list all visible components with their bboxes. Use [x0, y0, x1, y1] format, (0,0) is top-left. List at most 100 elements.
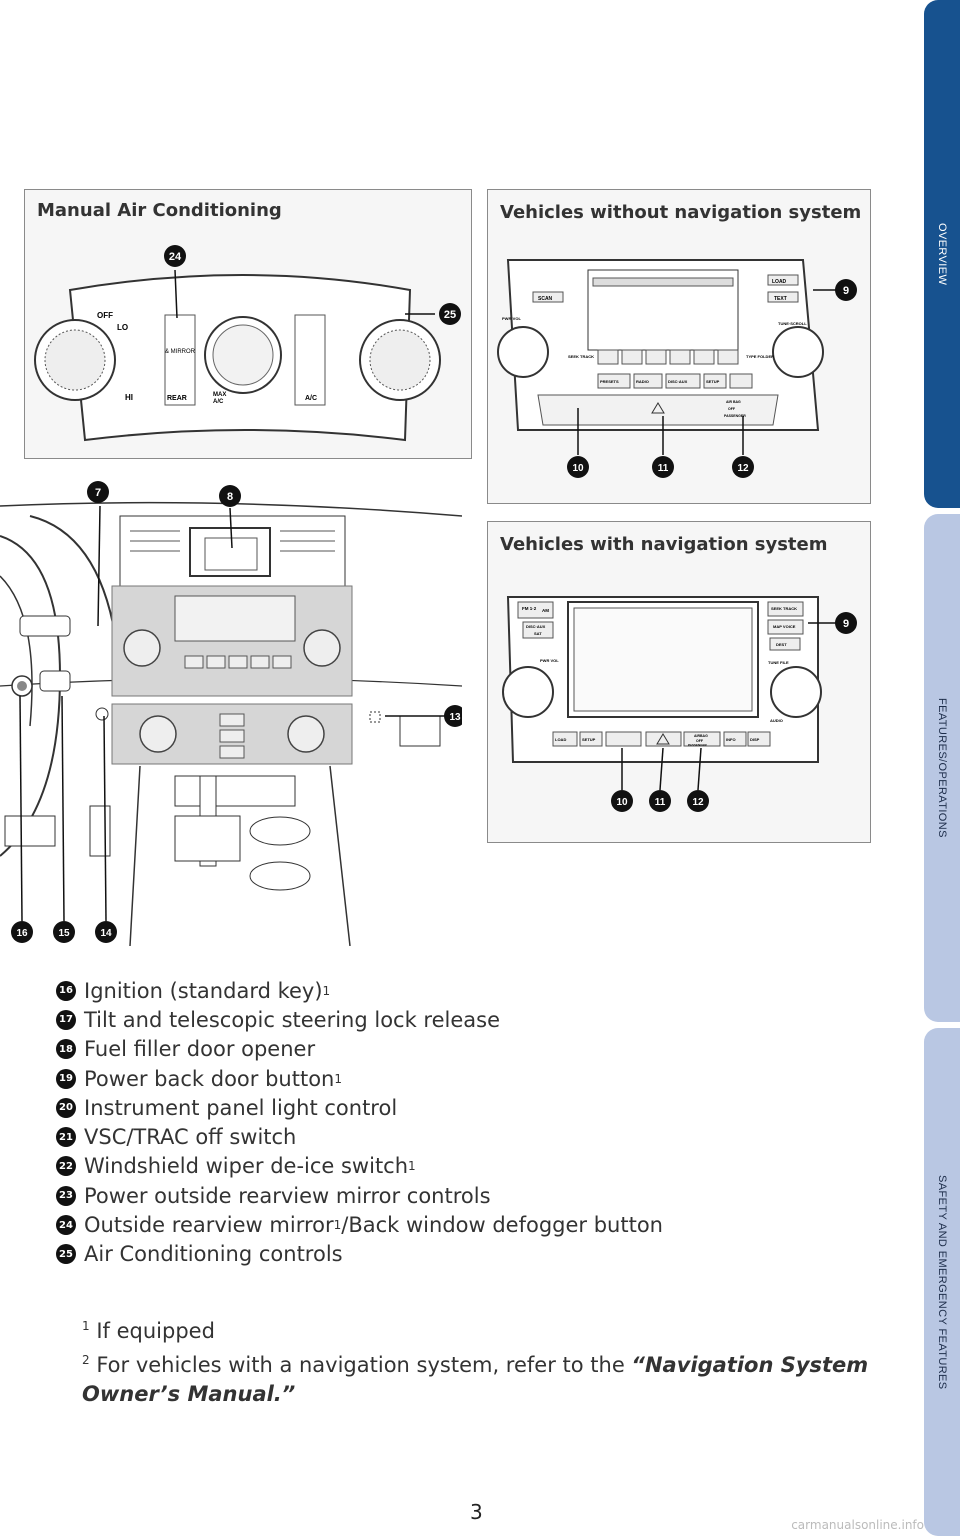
ac-ac-label: A/C: [305, 395, 317, 402]
svg-text:10: 10: [616, 797, 628, 808]
pwr-vol-label: PWR·VOL: [502, 316, 521, 321]
legend-number: 19: [56, 1068, 76, 1089]
type-folder-label: TYPE FOLDER: [746, 354, 774, 359]
ac-lo-label: LO: [117, 323, 128, 332]
nav-load-label: LOAD: [555, 737, 566, 742]
footnotes: 1 If equipped 2 For vehicles with a navi…: [82, 1312, 960, 1409]
text-label: TEXT: [774, 296, 787, 302]
disc-aux-label: DISC·AUX: [668, 379, 688, 384]
ac-maxac-label: A/C: [213, 399, 224, 405]
callout-7: 7: [87, 481, 109, 503]
disp-label: DISP: [750, 737, 760, 742]
manual-ac-panel: Manual Air Conditioning OFF LO HI & MIRR…: [24, 189, 472, 459]
callout-10-top: 10: [567, 456, 589, 478]
sat-label: SAT: [534, 631, 542, 636]
callout-14: 14: [95, 921, 117, 943]
legend-number: 22: [56, 1156, 76, 1177]
callout-12-bottom: 12: [687, 790, 709, 812]
tab-features-operations[interactable]: FEATURES/OPERATIONS: [924, 514, 960, 1022]
dest-label: DEST: [776, 642, 787, 647]
callout-9-bottom: 9: [835, 612, 857, 634]
scan-label: SCAN: [538, 296, 553, 302]
tab-safety-emergency[interactable]: SAFETY AND EMERGENCY FEATURES: [924, 1028, 960, 1536]
callout-15: 15: [53, 921, 75, 943]
svg-text:14: 14: [100, 928, 112, 939]
svg-text:24: 24: [169, 251, 182, 263]
callout-8: 8: [219, 485, 241, 507]
svg-text:16: 16: [16, 928, 28, 939]
radio-label: RADIO: [636, 379, 649, 384]
seek-track-label: SEEK TRACK: [568, 354, 594, 359]
nav-airbag-off-label: OFF: [696, 739, 704, 743]
fm-label: FM 1·2: [522, 606, 537, 611]
ac-rear-label: REAR: [167, 395, 187, 402]
footnote-1: 1 If equipped: [82, 1319, 215, 1343]
pwr-label: PWR VOL: [540, 658, 559, 663]
svg-text:8: 8: [227, 491, 233, 503]
ac-mirror-label: & MIRROR: [165, 349, 196, 355]
legend-number: 25: [56, 1244, 76, 1265]
without-nav-title: Vehicles without navigation system: [500, 202, 862, 223]
callout-10-bottom: 10: [611, 790, 633, 812]
ac-hi-label: HI: [125, 393, 133, 402]
load-label: LOAD: [772, 279, 787, 285]
callout-16: 16: [11, 921, 33, 943]
svg-text:10: 10: [572, 463, 584, 474]
nav-seek-label: SEEK TRACK: [771, 606, 797, 611]
section-tabs: OVERVIEW FEATURES/OPERATIONS SAFETY AND …: [924, 0, 960, 1536]
with-nav-panel: Vehicles with navigation system FM 1·2 A…: [487, 521, 871, 843]
tune-scroll-label: TUNE·SCROLL: [778, 321, 807, 326]
manual-ac-illustration: OFF LO HI & MIRROR REAR MAX A/C A/C 24 2…: [34, 245, 461, 442]
ac-off-label: OFF: [97, 311, 113, 320]
without-nav-panel: Vehicles without navigation system SCAN …: [487, 189, 871, 504]
svg-text:9: 9: [843, 285, 849, 297]
setup-label: SETUP: [706, 379, 720, 384]
ac-max-label: MAX: [213, 392, 226, 398]
tune-file-label: TUNE FILE: [768, 660, 789, 665]
svg-text:13: 13: [449, 712, 461, 723]
legend-number: 16: [56, 980, 76, 1001]
svg-text:11: 11: [658, 463, 669, 474]
svg-text:12: 12: [692, 797, 704, 808]
svg-text:7: 7: [95, 487, 101, 499]
map-label: MAP VOICE: [773, 624, 796, 629]
callout-12-top: 12: [732, 456, 754, 478]
legend-number: 18: [56, 1039, 76, 1060]
svg-text:15: 15: [58, 928, 70, 939]
legend-number: 21: [56, 1127, 76, 1148]
watermark: carmanualsonline.info: [791, 1518, 924, 1532]
callout-9-top: 9: [835, 279, 857, 301]
callout-25: 25: [439, 303, 461, 325]
callout-13: 13: [444, 705, 462, 727]
callout-24: 24: [164, 245, 186, 267]
svg-text:12: 12: [737, 463, 749, 474]
audio-unit-illustration: SCAN LOAD TEXT PWR·VOL SEEK TRACK TYPE F…: [497, 259, 857, 478]
legend-number: 17: [56, 1009, 76, 1030]
dashboard-illustration: 7 8 13 14 15 16: [0, 481, 462, 946]
legend-number: 24: [56, 1215, 76, 1236]
with-nav-title: Vehicles with navigation system: [500, 534, 828, 555]
svg-text:9: 9: [843, 618, 849, 630]
callout-11-top: 11: [652, 456, 674, 478]
svg-text:25: 25: [444, 309, 456, 321]
manual-ac-title: Manual Air Conditioning: [37, 200, 282, 221]
nav-disc-label: DISC·AUX: [526, 624, 546, 629]
legend-number: 23: [56, 1185, 76, 1206]
callout-11-bottom: 11: [649, 790, 671, 812]
nav-setup-label: SETUP: [582, 737, 596, 742]
tab-overview[interactable]: OVERVIEW: [924, 0, 960, 508]
nav-unit-illustration: FM 1·2 AM DISC·AUX SAT PWR VOL SEEK TRAC…: [502, 596, 857, 812]
audio-label: AUDIO: [770, 718, 783, 723]
airbag-label: AIR BAG: [726, 400, 741, 404]
passenger-label: PASSENGER: [724, 414, 746, 418]
